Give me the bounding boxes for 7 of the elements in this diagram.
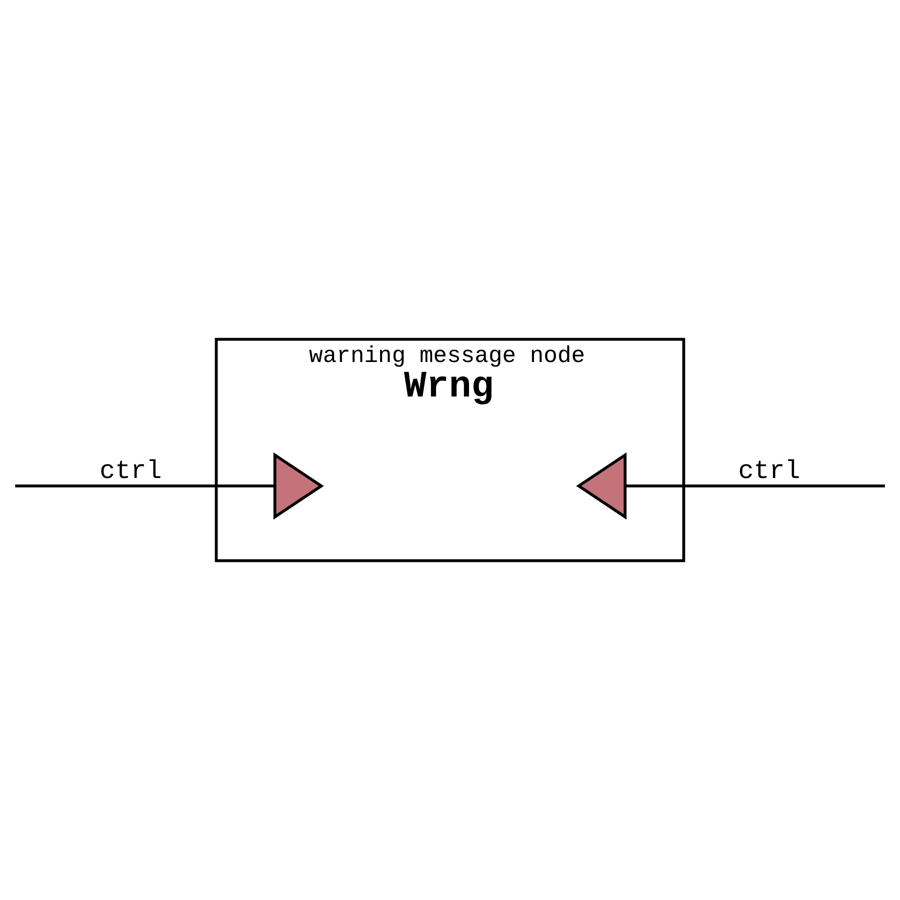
connector — [625, 484, 885, 488]
edge-label: ctrl — [100, 456, 162, 486]
connector — [15, 484, 275, 488]
cluster: warning message node Wrng — [214, 338, 686, 562]
node-triangle — [576, 452, 627, 520]
edge-label: ctrl — [738, 456, 800, 486]
node-triangle — [273, 452, 324, 520]
